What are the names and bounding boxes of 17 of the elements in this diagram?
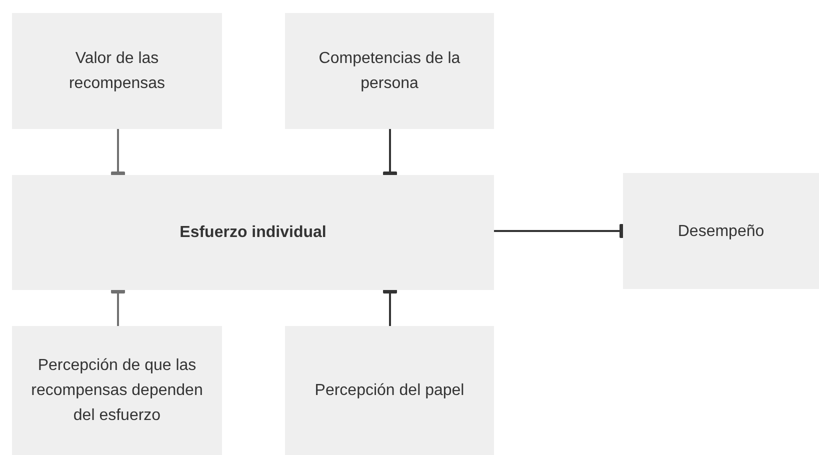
node-label: Desempeño [678, 222, 764, 242]
process-box [623, 173, 819, 289]
process-box [12, 326, 222, 455]
connector [383, 290, 397, 326]
connector [111, 129, 125, 176]
process-box [12, 13, 222, 129]
node-label: Esfuerzo individual [180, 223, 326, 243]
connector [494, 224, 624, 238]
node-label: Percepción del papel [314, 381, 464, 401]
process-box [12, 175, 494, 290]
connector [383, 129, 397, 176]
connector [111, 290, 125, 326]
node-label: Valor de las recompensas [68, 49, 166, 94]
process-box [285, 13, 494, 129]
node-label: Competencias de la persona [318, 49, 462, 94]
node-label: Percepción de que las recompensas dependen del esfuerzo [30, 356, 204, 426]
process-box [285, 326, 494, 455]
